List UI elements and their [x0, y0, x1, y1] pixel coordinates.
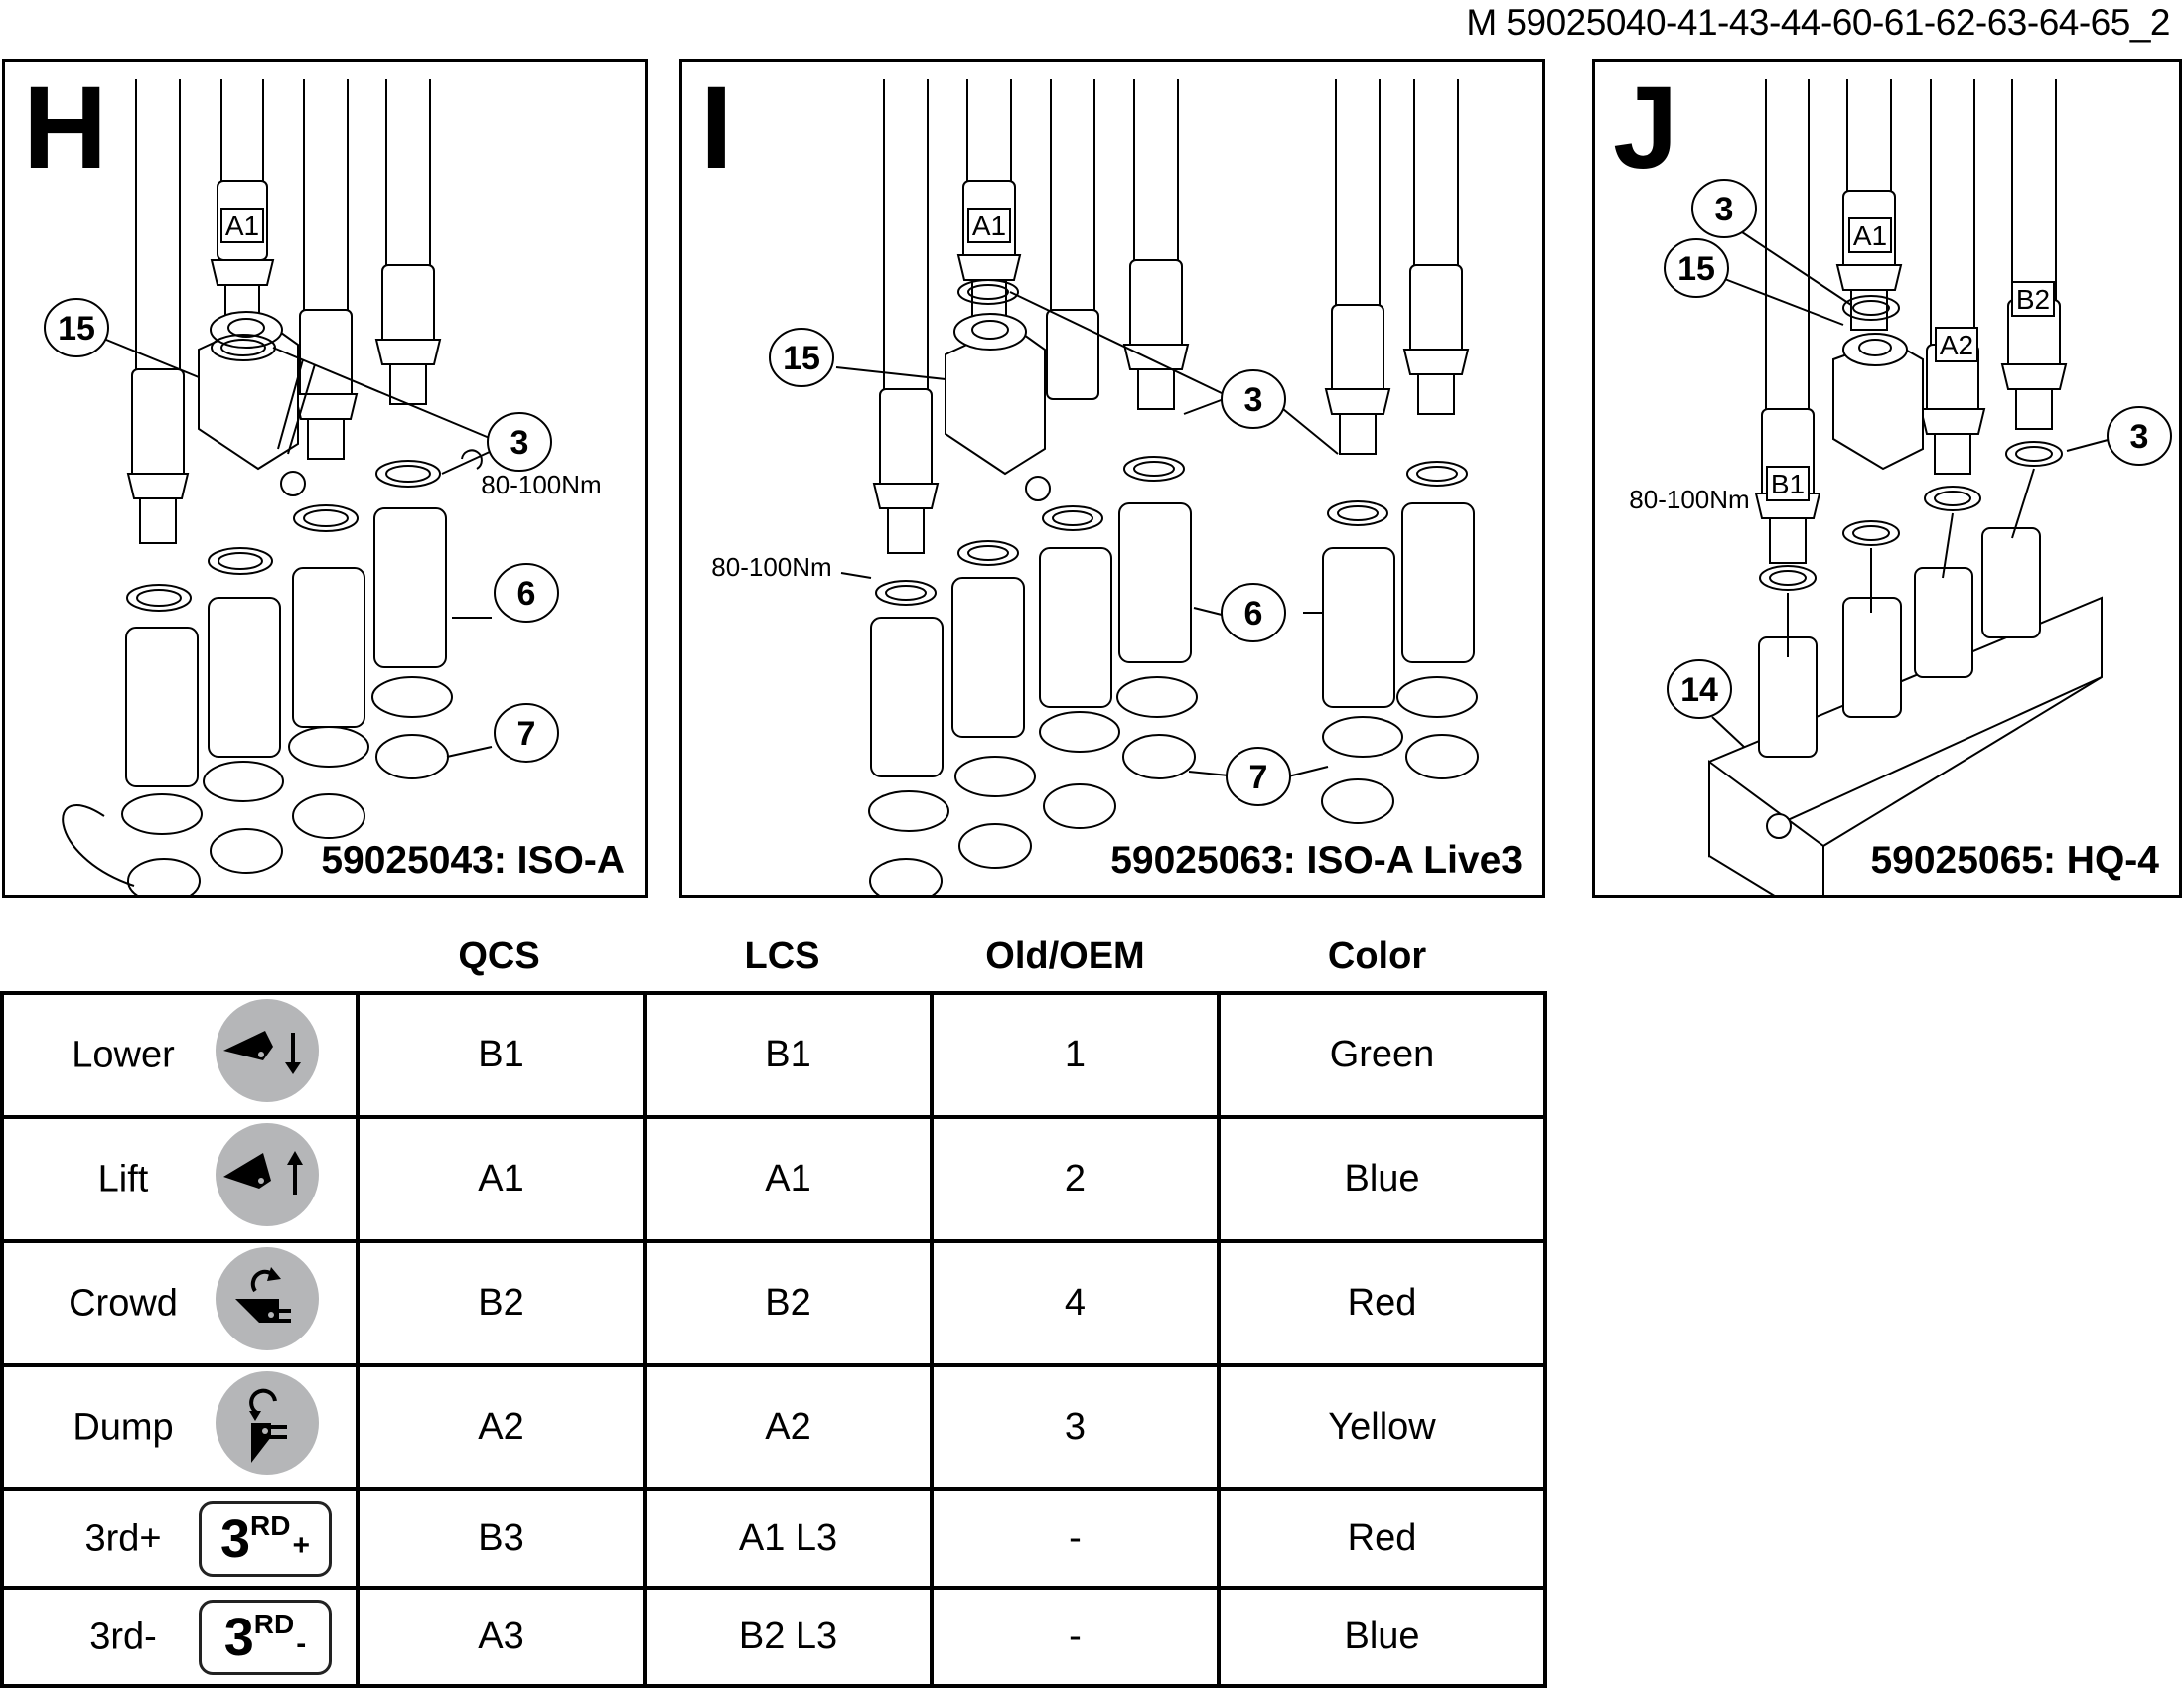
cell-old-oem: 1: [930, 991, 1221, 1119]
cell-color: Green: [1217, 991, 1547, 1119]
callout-3: 3: [1715, 191, 1734, 228]
cell-old-oem: 2: [930, 1115, 1221, 1243]
function-label: Crowd: [69, 1282, 178, 1324]
torque-spec: 80-100Nm: [1629, 485, 1749, 514]
cell-color: Blue: [1217, 1115, 1547, 1243]
cell-qcs: B2: [356, 1239, 647, 1367]
callout-3: 3: [510, 424, 529, 462]
panel-label: I: [700, 63, 733, 194]
panel-j: A1 A2 B2 B1 3 15 3 14 80-100Nm J 5902506…: [1592, 59, 2182, 898]
cell-qcs: B1: [356, 991, 647, 1119]
cell-old-oem: -: [930, 1586, 1221, 1688]
cell-lcs: A1 L3: [643, 1487, 934, 1590]
cell-color: Red: [1217, 1487, 1547, 1590]
cell-old-oem: 4: [930, 1239, 1221, 1367]
table-row-crowd: Crowd B2 B2 4 Red: [0, 1239, 1547, 1367]
hose-tag-b1: B1: [1771, 469, 1805, 499]
callout-7: 7: [517, 715, 536, 753]
iso-a-live3-coupler-illustration: A1 15 3 6 7 80-100Nm: [711, 79, 1479, 895]
hose-tag-a1: A1: [1853, 220, 1887, 251]
cell-old-oem: 3: [930, 1363, 1221, 1491]
callout-6: 6: [1244, 595, 1263, 633]
hose-tag-b2: B2: [2016, 284, 2050, 315]
header-qcs: QCS: [458, 935, 540, 977]
cell-qcs: A1: [356, 1115, 647, 1243]
torque-spec: 80-100Nm: [711, 552, 831, 582]
panel-h: A1 15 3 6 7 80-100Nm H 59025043: ISO-A: [2, 59, 648, 898]
document-reference: M 59025040-41-43-44-60-61-62-63-64-65_2: [1466, 2, 2170, 43]
cell-color: Yellow: [1217, 1363, 1547, 1491]
cell-qcs: A3: [356, 1586, 647, 1688]
function-label: 3rd-: [89, 1616, 157, 1657]
table-row-lift: Lift A1 A1 2 Blue: [0, 1115, 1547, 1243]
cell-qcs: A2: [356, 1363, 647, 1491]
bucket-dump-icon: [216, 1370, 319, 1484]
badge-sign: +: [292, 1528, 311, 1562]
badge-superscript: RD: [253, 1608, 295, 1639]
cell-lcs: B2: [643, 1239, 934, 1367]
boom-lower-icon: [216, 998, 319, 1112]
table-row-dump: Dump A2 A2 3 Yellow: [0, 1363, 1547, 1491]
panel-caption: 59025065: HQ-4: [1870, 839, 2159, 882]
cell-color: Red: [1217, 1239, 1547, 1367]
cell-lcs: A1: [643, 1115, 934, 1243]
cell-lcs: A2: [643, 1363, 934, 1491]
callout-3: 3: [2130, 418, 2149, 456]
hose-mapping-table: Lower B1 B1 1 Green Lift A1 A1 2 Blue Cr…: [0, 991, 1547, 1688]
badge-number: 3: [219, 1508, 251, 1569]
function-label: Dump: [73, 1406, 174, 1448]
torque-spec: 80-100Nm: [481, 470, 601, 499]
header-old-oem: Old/OEM: [985, 935, 1145, 977]
function-label: Lift: [97, 1158, 149, 1199]
cell-lcs: B2 L3: [643, 1586, 934, 1688]
hose-tag: A1: [225, 211, 259, 241]
badge-sign: -: [296, 1626, 307, 1660]
badge-superscript: RD: [250, 1509, 291, 1541]
hose-tag: A1: [972, 211, 1006, 241]
callout-15: 15: [58, 310, 95, 348]
panel-caption: 59025063: ISO-A Live3: [1110, 839, 1523, 882]
cell-lcs: B1: [643, 991, 934, 1119]
callout-6: 6: [517, 575, 536, 613]
panel-label: H: [23, 63, 108, 194]
panel-label: J: [1613, 63, 1678, 194]
cell-old-oem: -: [930, 1487, 1221, 1590]
callout-15: 15: [783, 340, 820, 377]
iso-a-coupler-illustration: A1 15 3 6 7 80-100Nm: [44, 79, 602, 895]
badge-number: 3: [223, 1607, 254, 1667]
bucket-crowd-icon: [216, 1246, 319, 1360]
function-label: 3rd+: [84, 1517, 162, 1559]
panel-caption: 59025043: ISO-A: [321, 839, 625, 882]
header-lcs: LCS: [744, 935, 820, 977]
callout-14: 14: [1680, 671, 1718, 709]
header-color: Color: [1327, 935, 1427, 977]
table-row-lower: Lower B1 B1 1 Green: [0, 991, 1547, 1119]
callout-15: 15: [1677, 250, 1715, 288]
hose-tag-a2: A2: [1940, 330, 1973, 360]
function-label: Lower: [72, 1034, 175, 1075]
cell-qcs: B3: [356, 1487, 647, 1590]
callout-3: 3: [1244, 381, 1263, 419]
boom-lift-icon: [216, 1122, 319, 1236]
cell-color: Blue: [1217, 1586, 1547, 1688]
hq4-manifold-illustration: A1 A2 B2 B1 3 15 3 14 80-100Nm: [1629, 79, 2172, 895]
callout-7: 7: [1249, 759, 1268, 796]
panel-i: A1 15 3 6 7 80-100Nm I 59025063: ISO-A L…: [679, 59, 1545, 898]
